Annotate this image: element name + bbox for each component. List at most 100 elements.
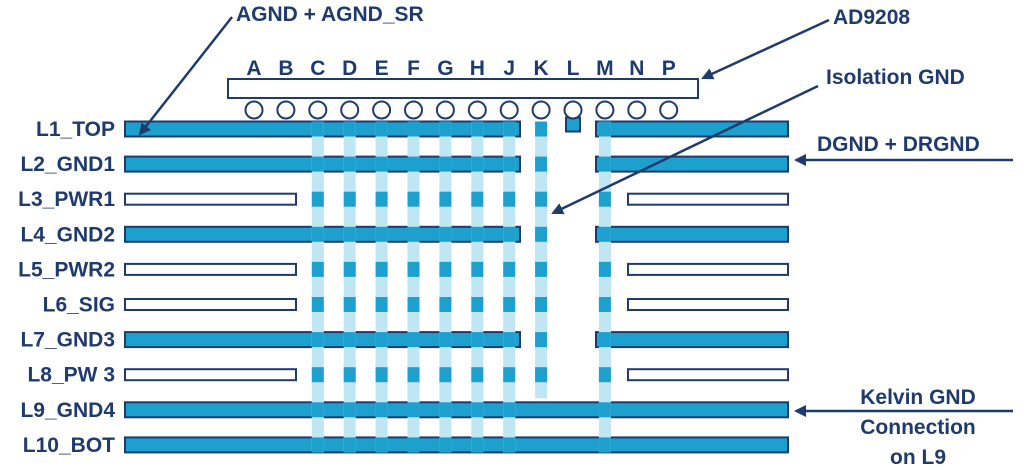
via-pad [471,191,484,207]
via-pad [311,156,324,172]
via-pad [503,261,516,277]
solder-ball-icon [467,100,487,120]
via-pad [503,437,516,453]
isolation-pad [565,116,581,133]
via-pad [439,367,452,383]
ball-column-label: N [629,57,644,80]
via-pad [471,226,484,242]
via-pad [535,121,548,137]
via-pad [343,437,356,453]
via-pad [471,121,484,137]
callout-isolation-gnd: Isolation GND [826,66,965,89]
layer-label: L3_PWR1 [18,188,115,211]
solder-ball-icon [563,100,583,120]
power-plane-right [627,298,789,311]
power-plane-left [124,262,297,276]
via-pad [598,156,611,172]
via-pad [503,367,516,383]
via-pad [471,332,484,348]
via-pad [407,191,420,207]
via-pad [375,226,388,242]
arrow-isolation-icon [551,84,819,215]
ball-column-label: D [342,57,357,80]
via-pad [407,226,420,242]
callout-kelvin-line2: Connection [860,416,976,439]
via-pad [407,121,420,137]
arrow-agnd-icon [138,16,233,136]
via-pad [598,332,611,348]
solder-ball-icon [627,100,647,120]
via-pad [471,156,484,172]
solder-ball-icon [499,100,519,120]
ball-column-label: P [662,57,676,80]
ball-column-label: A [246,57,261,80]
via-barrel [535,121,548,399]
ball-column-label: G [437,57,453,80]
power-plane-left [124,368,297,382]
power-plane-left [124,298,297,311]
callout-kelvin-line1: Kelvin GND [860,386,976,409]
via-pad [471,402,484,418]
via-pad [503,297,516,312]
via-pad [471,261,484,277]
via-pad [598,191,611,207]
power-plane-right [627,262,789,276]
ball-column-label: B [278,57,293,80]
via-pad [535,297,548,312]
via-pad [439,191,452,207]
ball-column-label: F [407,57,420,80]
solder-ball-icon [276,100,296,120]
ball-column-label: C [310,57,325,80]
via-pad [311,402,324,418]
copper-plane-right [595,155,789,173]
callout-ad9208: AD9208 [833,6,910,29]
via-pad [439,297,452,312]
via-pad [343,156,356,172]
via-pad [343,226,356,242]
layer-label: L4_GND2 [20,223,115,246]
via-pad [311,121,324,137]
via-pad [503,121,516,137]
via-pad [343,402,356,418]
via-pad [503,156,516,172]
power-plane-right [627,192,789,206]
layer-label: L10_BOT [23,434,115,457]
layer-label: L9_GND4 [20,399,115,422]
via-pad [439,402,452,418]
via-pad [375,437,388,453]
via-pad [311,332,324,348]
via-pad [535,226,548,242]
via-pad [407,367,420,383]
via-pad [535,367,548,383]
arrow-ad9208-icon [701,18,830,80]
via-pad [439,261,452,277]
via-pad [343,191,356,207]
via-pad [471,297,484,312]
layer-label: L7_GND3 [20,329,115,352]
via-pad [407,402,420,418]
via-pad [407,332,420,348]
via-pad [503,402,516,418]
solder-ball-icon [435,100,455,120]
via-pad [439,121,452,137]
via-pad [407,156,420,172]
layer-label: L1_TOP [36,118,115,141]
layer-label: L6_SIG [43,294,115,317]
via-pad [535,261,548,277]
via-pad [439,156,452,172]
via-pad [598,297,611,312]
layer-label: L2_GND1 [20,153,115,176]
via-pad [311,367,324,383]
callout-dgnd: DGND + DRGND [817,133,980,156]
via-pad [375,121,388,137]
via-pad [311,297,324,312]
via-pad [375,402,388,418]
solder-ball-icon [531,100,551,120]
via-pad [343,261,356,277]
solder-ball-icon [372,100,392,120]
ball-column-label: H [470,57,485,80]
via-pad [471,367,484,383]
copper-plane-right [595,331,789,349]
via-pad [598,261,611,277]
via-pad [375,367,388,383]
